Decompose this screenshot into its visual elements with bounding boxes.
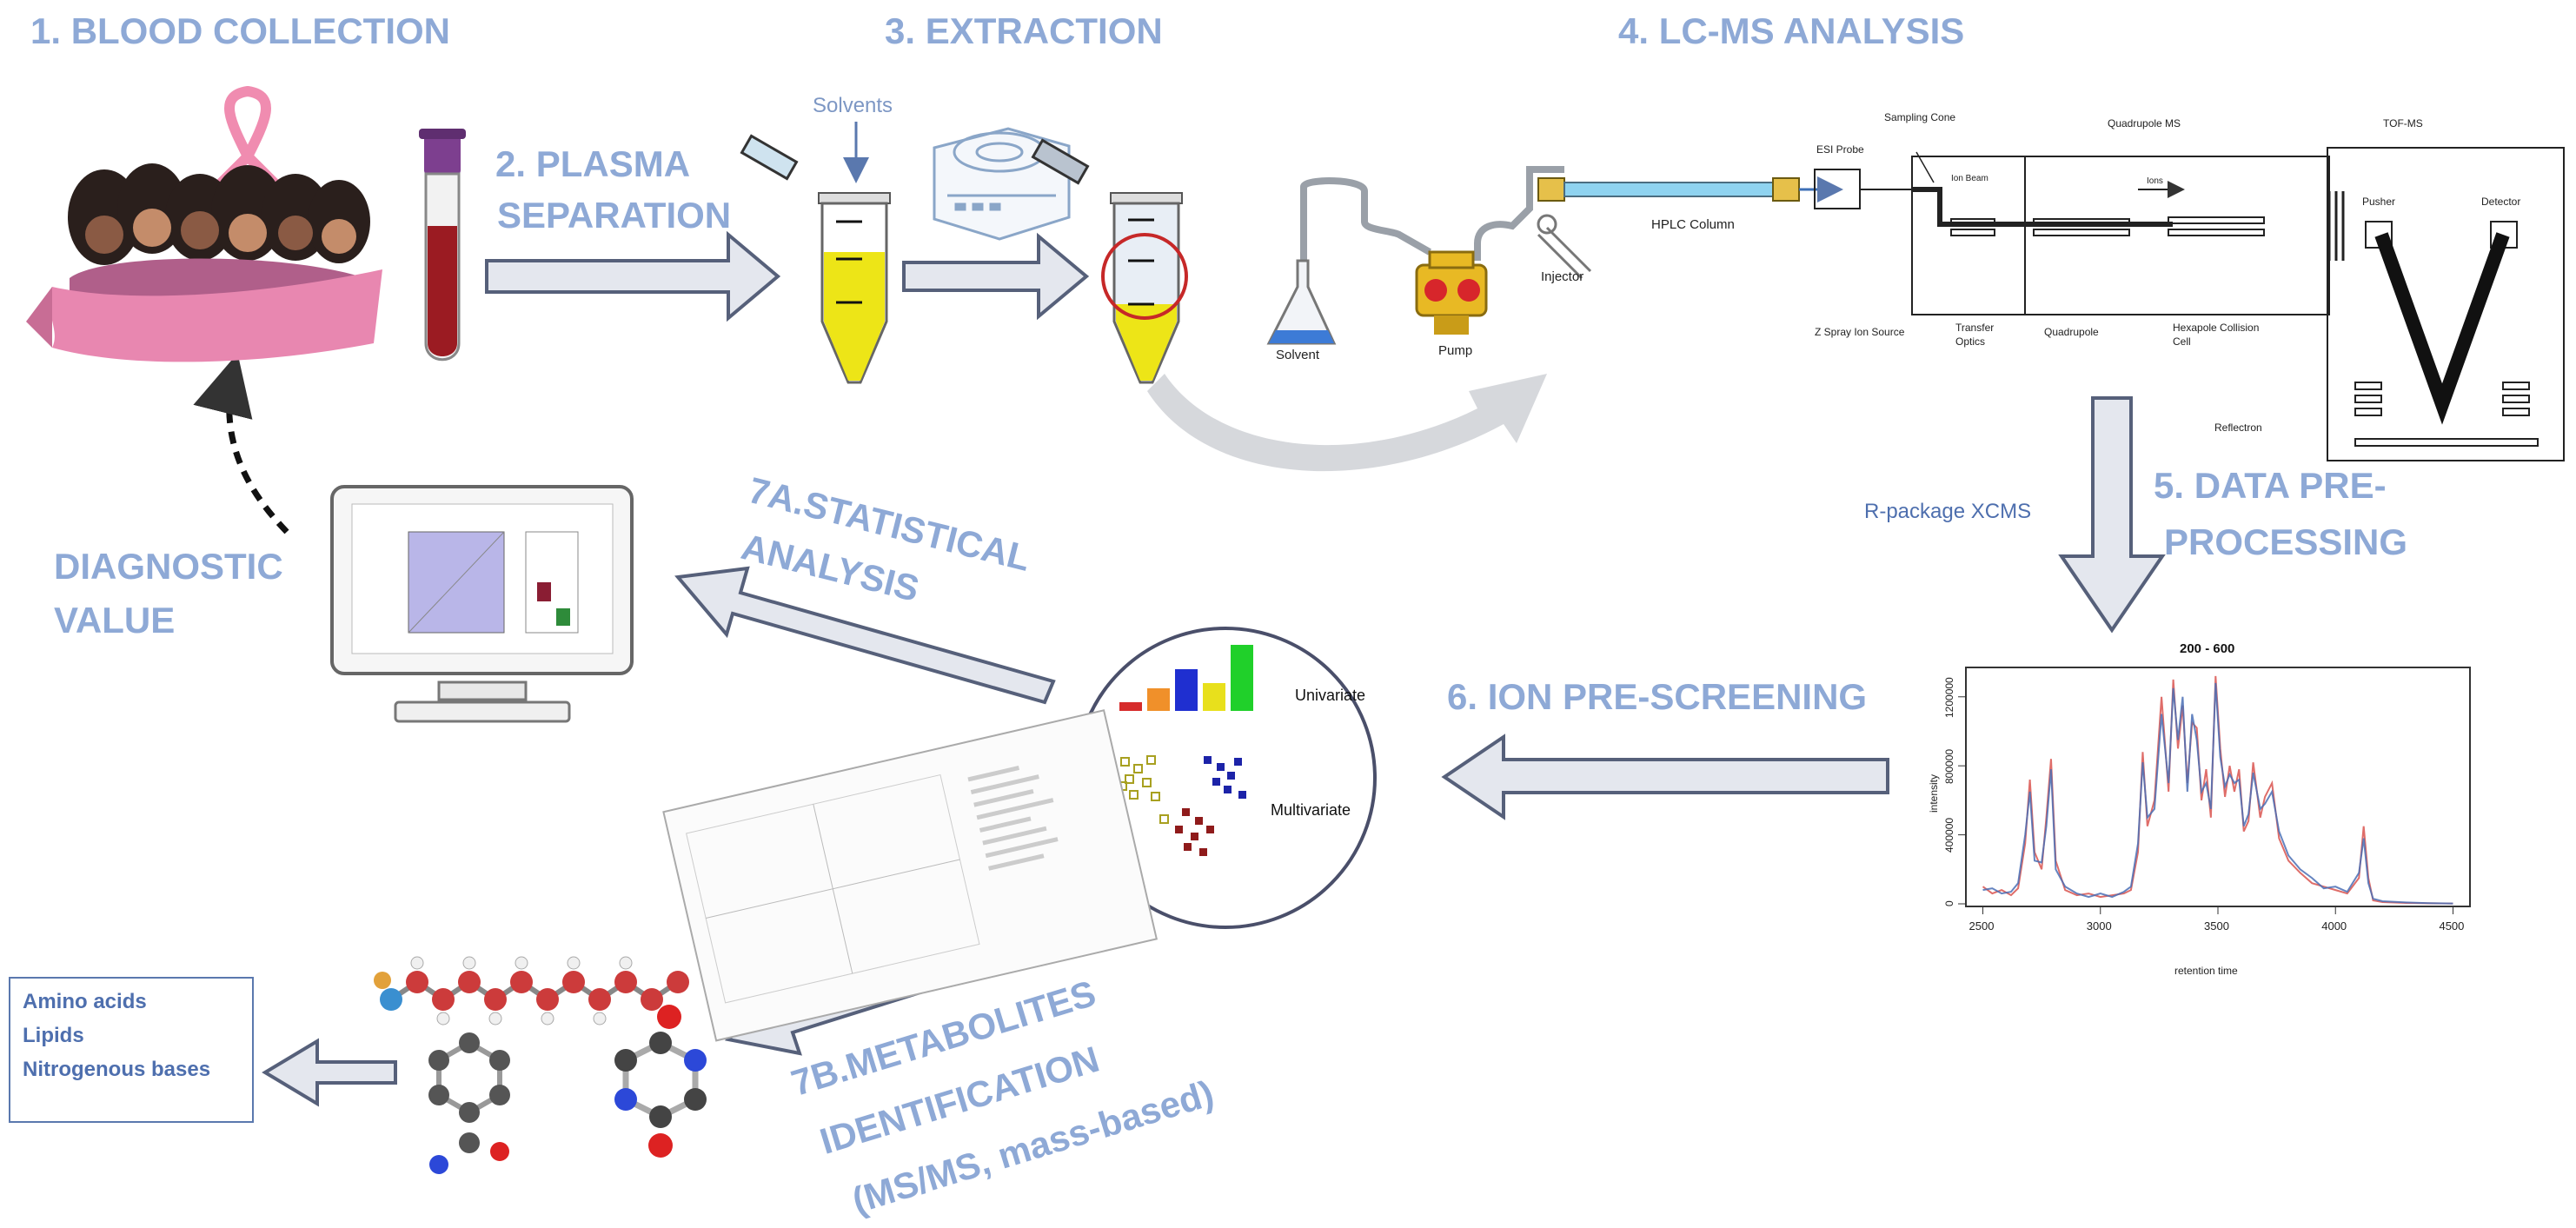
computer-monitor-icon	[330, 485, 634, 723]
solvents-label: Solvents	[813, 94, 893, 117]
solvent-label: Solvent	[1276, 348, 1320, 362]
step-1-title: 1. BLOOD COLLECTION	[30, 10, 450, 51]
step-4-title: 4. LC-MS ANALYSIS	[1618, 10, 1965, 51]
curved-transfer-arrow	[1147, 374, 1547, 472]
hexapole-label-line2: Cell	[2173, 335, 2191, 348]
plasma-tube-icon	[740, 122, 891, 384]
multivariate-scatter-icon	[1118, 755, 1246, 856]
tof-ms-label: TOF-MS	[2383, 117, 2423, 129]
injector-icon	[1537, 214, 1592, 280]
blood-tube-icon	[419, 129, 466, 362]
arrow-plasma-to-tube	[485, 230, 781, 322]
x-tick-label: 2500	[1969, 919, 1995, 933]
chromatogram-ylabel: intensity	[1928, 773, 1940, 813]
class-lipids: Lipids	[23, 1024, 84, 1048]
hexapole-label-line1: Hexapole Collision	[2173, 322, 2260, 334]
sampling-cone-label: Sampling Cone	[1884, 111, 1956, 123]
dashed-feedback-arrow	[193, 353, 289, 534]
arrow-to-classes	[262, 1038, 397, 1107]
esi-probe-label: ESI Probe	[1816, 143, 1864, 156]
rpackage-xcms-label: R-package XCMS	[1864, 500, 2032, 523]
injector-label: Injector	[1541, 269, 1584, 284]
step-6-title: 6. ION PRE-SCREENING	[1447, 676, 1868, 717]
y-tick-label: 400000	[1943, 817, 1955, 853]
lc-system-illustration	[1266, 166, 1843, 345]
multivariate-label: Multivariate	[1271, 801, 1351, 819]
transfer-optics-label-line2: Optics	[1955, 335, 1986, 348]
univariate-label: Univariate	[1295, 687, 1366, 704]
chromatogram-series-line	[1982, 675, 2453, 905]
ions-label: Ions	[2147, 176, 2163, 186]
ion-screening-circle	[1074, 627, 1377, 929]
class-amino-acids: Amino acids	[23, 990, 147, 1013]
pump-icon	[1415, 250, 1488, 335]
class-nitrogenous-bases: Nitrogenous bases	[23, 1058, 211, 1082]
mass-spectrometer-schematic	[1814, 147, 2565, 461]
women-group-illustration	[26, 85, 382, 362]
hplc-column-label: HPLC Column	[1651, 217, 1735, 232]
quadrupole-label: Quadrupole	[2044, 326, 2099, 338]
msms-document-thumbnail	[662, 709, 1159, 1042]
transfer-optics-label-line1: Transfer	[1955, 322, 1995, 334]
arrow-lcms-to-data	[2058, 396, 2166, 634]
reflectron-label: Reflectron	[2214, 422, 2262, 434]
step-3-title: 3. EXTRACTION	[885, 10, 1163, 51]
amino-acid-molecule-icon	[428, 1032, 510, 1174]
diagnostic-value-line2: VALUE	[54, 600, 176, 641]
chromatogram-title: 200 - 600	[2180, 641, 2235, 656]
x-tick-label: 3000	[2086, 919, 2112, 933]
lipid-molecule-icon	[374, 956, 689, 1026]
pump-label: Pump	[1438, 343, 1473, 358]
nitrogenous-base-molecule-icon	[614, 1005, 707, 1158]
supernatant-highlight-circle	[1101, 233, 1188, 320]
hplc-column-icon	[1537, 176, 1843, 202]
arrow-tube-to-extraction	[902, 232, 1090, 321]
chromatogram-series-line	[1982, 682, 2453, 905]
arrow-data-to-ion	[1441, 733, 1889, 820]
y-tick-label: 0	[1943, 900, 1955, 907]
chromatogram-chart	[1958, 667, 2471, 914]
step-5-title-line2: PROCESSING	[2164, 521, 2408, 562]
step-2-title-line2: SEPARATION	[497, 195, 732, 236]
extraction-tube-icon	[1031, 138, 1188, 384]
y-tick-label: 800000	[1943, 748, 1955, 784]
univariate-bars-icon	[1119, 645, 1253, 711]
detector-label: Detector	[2481, 196, 2521, 208]
x-tick-label: 4000	[2321, 919, 2347, 933]
x-tick-label: 4500	[2439, 919, 2465, 933]
chromatogram-xlabel: retention time	[2174, 965, 2238, 977]
pusher-label: Pusher	[2362, 196, 2396, 208]
z-spray-label: Z Spray Ion Source	[1815, 326, 1905, 338]
step-5-title-line1: 5. DATA PRE-	[2154, 465, 2387, 506]
step-2-title-line1: 2. PLASMA	[495, 143, 691, 184]
ion-beam-label: Ion Beam	[1951, 174, 1988, 183]
metabolite-classes-box: Amino acids Lipids Nitrogenous bases	[9, 977, 254, 1123]
arrow-ion-to-stats	[674, 566, 1056, 705]
x-tick-label: 3500	[2204, 919, 2229, 933]
y-tick-label: 1200000	[1943, 676, 1955, 718]
diagnostic-value-line1: DIAGNOSTIC	[54, 546, 283, 587]
quadrupole-ms-label: Quadrupole MS	[2108, 117, 2181, 129]
